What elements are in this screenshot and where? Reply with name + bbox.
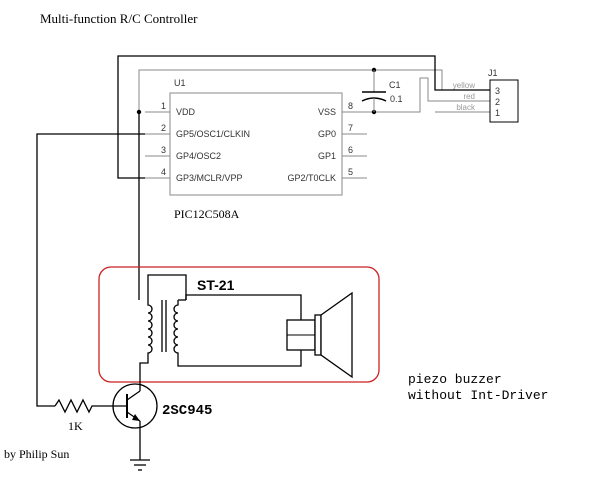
connector-pin-number: 1: [495, 108, 500, 118]
ic-pin-name: GP0: [318, 129, 336, 139]
wire-color-label: black: [456, 103, 476, 112]
ic-ref-label: U1: [174, 78, 186, 88]
author-credit: by Philip Sun: [4, 447, 69, 461]
transistor-collector: [126, 390, 141, 401]
transformer-label: ST-21: [197, 277, 235, 293]
resistor-zigzag: [54, 398, 110, 414]
buzzer-note-line2: without Int-Driver: [408, 388, 548, 403]
ic-pin-number: 2: [161, 123, 166, 133]
ic-body: [169, 92, 343, 196]
ic-pin-number: 8: [348, 101, 353, 111]
ic-pin-name: GP2/T0CLK: [287, 173, 336, 183]
wire-gp5-to-resistor: [36, 133, 145, 407]
ic-pin-name: GP4/OSC2: [176, 151, 221, 161]
speaker-cone: [320, 291, 353, 379]
ic-pin-number: 7: [348, 123, 353, 133]
connector-pin-number: 2: [495, 97, 500, 107]
vss-rail: [367, 77, 490, 113]
ic-pin-name: GP1: [318, 151, 336, 161]
wire-color-label: red: [463, 92, 475, 101]
transformer-to-buzzer-top: [185, 294, 302, 320]
connector-ref-label: J1: [488, 68, 498, 78]
transformer-to-buzzer-bottom: [177, 350, 302, 367]
cap-ref-label: C1: [389, 80, 401, 90]
capacitor-c1: C1 0.1: [361, 70, 403, 112]
transistor-2sc945: 2SC945: [110, 383, 212, 460]
transformer-st21: ST-21: [139, 274, 302, 393]
ic-pin-name: GP5/OSC1/CLKIN: [176, 129, 250, 139]
ic-pin-number: 4: [161, 167, 166, 177]
cap-value-label: 0.1: [390, 94, 403, 104]
ic-u1: U1 1 2 3 4 VDD GP5/OSC1/CLKIN GP4/OSC2 G…: [145, 78, 367, 221]
ic-pin-number: 3: [161, 145, 166, 155]
diagram-title: Multi-function R/C Controller: [40, 11, 198, 26]
signal-wires: [36, 55, 490, 407]
resistor-label: 1K: [68, 419, 83, 433]
transformer-top-frame: [147, 274, 187, 300]
ic-pin-name: GP3/MCLR/VPP: [176, 173, 243, 183]
highlight-box: [98, 266, 380, 383]
piezo-buzzer: [286, 291, 353, 379]
transformer-to-collector: [139, 360, 149, 393]
ic-part-number: PIC12C508A: [174, 207, 240, 221]
ic-pin-number: 5: [348, 167, 353, 177]
transformer-secondary-coil: [173, 300, 179, 360]
resistor-1k: 1K: [54, 398, 110, 433]
speaker-magnet: [314, 314, 322, 356]
connector-j1: J1 3 2 1 yellow red black: [453, 68, 519, 123]
ic-pin-name: VDD: [176, 107, 196, 117]
connector-pin-number: 3: [495, 86, 500, 96]
connector-body: [489, 79, 519, 123]
transformer-primary-coil: [147, 300, 153, 360]
buzzer-note-line1: piezo buzzer: [408, 372, 502, 387]
ic-pin-name: VSS: [318, 107, 336, 117]
ic-pin-number: 6: [348, 145, 353, 155]
transistor-label: 2SC945: [162, 403, 212, 419]
wire-gp3-to-j1: [117, 55, 490, 179]
emitter-arrow-icon: [132, 414, 140, 421]
ground-icon: [130, 459, 150, 471]
ic-pin-number: 1: [161, 101, 166, 111]
wire-color-label: yellow: [453, 81, 475, 90]
